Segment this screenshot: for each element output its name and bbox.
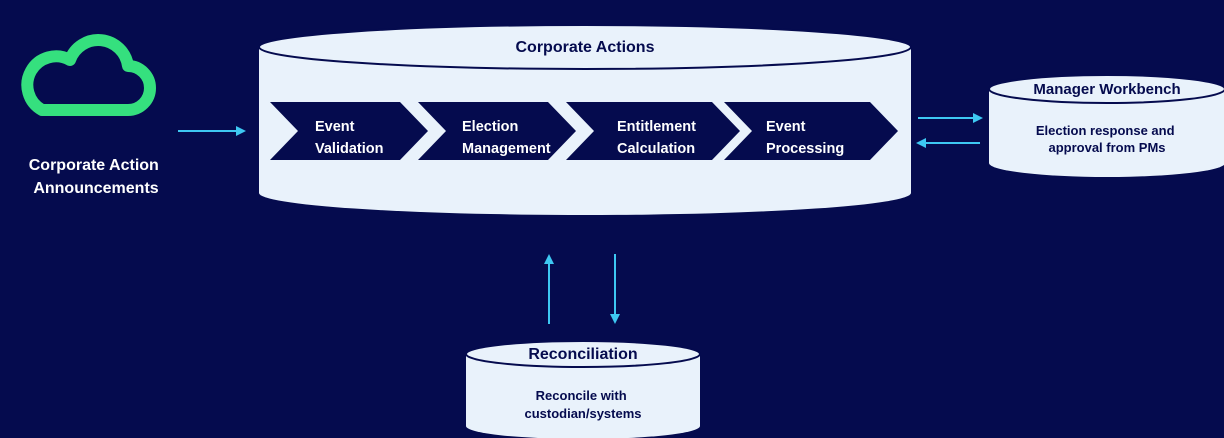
reconciliation-desc-line1: Reconcile with <box>536 388 627 403</box>
step-label-line1: Election <box>462 119 518 135</box>
manager-workbench-cylinder: Manager Workbench Election response and … <box>988 74 1224 177</box>
source-label-line2: Announcements <box>33 180 158 197</box>
reconciliation-title: Reconciliation <box>528 346 637 363</box>
step-label-line1: Event <box>315 119 355 135</box>
step-label-line1: Entitlement <box>617 119 696 135</box>
step-label-line1: Event <box>766 119 806 135</box>
step-election-management: Election Management <box>418 102 576 160</box>
svg-text:Event Validation: Event Validation <box>315 119 384 157</box>
corporate-actions-cylinder: Corporate Actions <box>258 24 912 215</box>
corporate-actions-title: Corporate Actions <box>516 39 655 56</box>
manager-workbench-title: Manager Workbench <box>1033 81 1180 98</box>
process-steps: Event Validation Election Management Ent… <box>270 102 898 160</box>
step-event-validation: Event Validation <box>270 102 428 160</box>
step-label-line2: Calculation <box>617 141 695 157</box>
step-entitlement-calculation: Entitlement Calculation <box>566 102 740 160</box>
source-label-line1: Corporate Action <box>29 157 159 174</box>
reconciliation-desc-line2: custodian/systems <box>524 406 641 421</box>
cloud-icon <box>21 34 156 116</box>
step-label-line2: Management <box>462 141 551 157</box>
reconciliation-cylinder: Reconciliation Reconcile with custodian/… <box>465 340 701 438</box>
reconciliation-desc: Reconcile with custodian/systems <box>524 388 641 421</box>
manager-workbench-desc-line1: Election response and <box>1036 123 1175 138</box>
step-label-line2: Processing <box>766 141 844 157</box>
svg-text:Election Management: Election Management <box>462 119 551 157</box>
svg-text:Entitlement Calculatio: Entitlement Calculation <box>617 119 700 157</box>
source-label: Corporate Action Announcements <box>29 157 164 197</box>
step-event-processing: Event Processing <box>724 102 898 160</box>
manager-workbench-desc-line2: approval from PMs <box>1048 140 1165 155</box>
svg-text:Event Processing: Event Processing <box>766 119 844 157</box>
step-label-line2: Validation <box>315 141 384 157</box>
manager-workbench-desc: Election response and approval from PMs <box>1036 123 1178 155</box>
